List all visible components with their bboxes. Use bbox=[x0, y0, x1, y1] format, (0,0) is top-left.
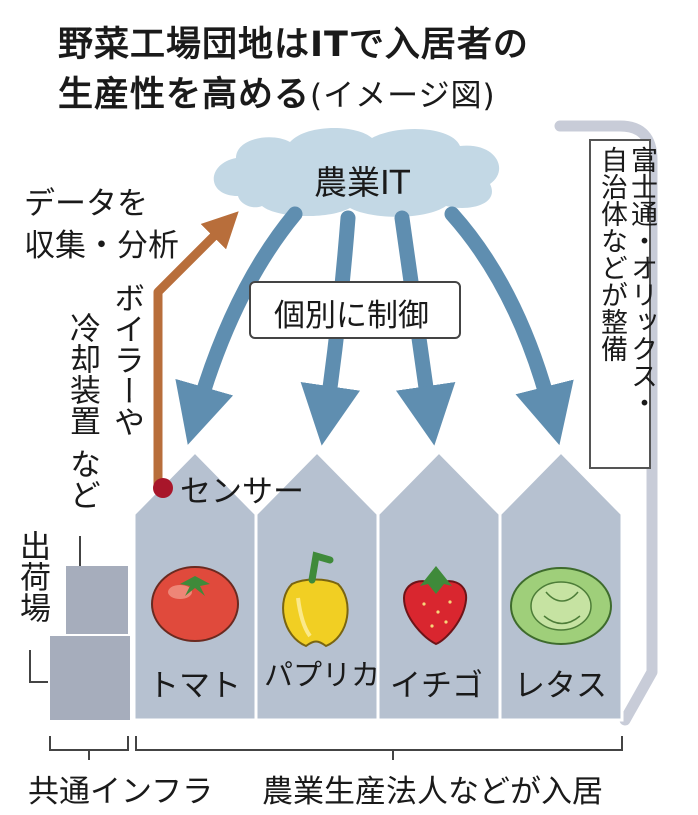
cloud-shape bbox=[213, 127, 500, 217]
lettuce-icon bbox=[510, 567, 612, 645]
crop-label-paprika: パプリカ bbox=[264, 658, 381, 692]
data-collect-line1: データを bbox=[24, 186, 148, 222]
common-infra-label: 共通インフラ bbox=[28, 774, 214, 810]
control-arrow-lettuce bbox=[444, 206, 574, 446]
control-label-box bbox=[249, 281, 461, 339]
sensor-dot bbox=[153, 478, 173, 498]
data-collect-line2: 収集・分析 bbox=[24, 228, 179, 264]
crop-label-lettuce: レタス bbox=[514, 668, 607, 704]
crop-label-tomato: トマト bbox=[148, 668, 241, 704]
title-line1: 野菜工場団地はITで入居者の bbox=[58, 25, 529, 65]
title-main: 生産性を高める bbox=[58, 75, 311, 115]
tenants-bracket bbox=[135, 736, 623, 751]
boundary-rail bbox=[554, 120, 658, 726]
tomato-icon bbox=[151, 566, 239, 642]
maintainer-box bbox=[589, 139, 651, 469]
equipment-line2: 冷却装置 bbox=[64, 312, 100, 436]
equipment-line3: など bbox=[64, 448, 100, 510]
sensor-label-line1: センサー bbox=[180, 474, 304, 510]
maintainer-line2: 自治体などが整備 bbox=[596, 146, 627, 362]
maintainer-line1: 富士通・オリックス・ bbox=[626, 146, 657, 416]
strawberry-icon bbox=[402, 566, 468, 646]
data-collection-arrow bbox=[153, 211, 239, 486]
title-suffix: (イメージ図) bbox=[310, 78, 496, 114]
paprika-icon bbox=[282, 551, 349, 648]
equipment-line1: ボイラーや bbox=[108, 282, 144, 437]
control-arrow-tomato bbox=[175, 206, 303, 445]
control-label: 個別に制御 bbox=[274, 298, 429, 334]
cloud-label: 農業IT bbox=[314, 163, 410, 202]
tenants-label: 農業生産法人などが入居 bbox=[262, 774, 603, 810]
crop-label-strawberry: イチゴ bbox=[390, 668, 483, 704]
shipping-label: 出荷場 bbox=[14, 530, 50, 623]
title-line2: 生産性を高める(イメージ図) bbox=[58, 66, 496, 117]
shipping-bracket bbox=[29, 650, 48, 683]
common-infra-bracket bbox=[49, 736, 129, 751]
shipping-lower-block bbox=[50, 636, 130, 720]
shipping-upper-block bbox=[66, 566, 128, 634]
